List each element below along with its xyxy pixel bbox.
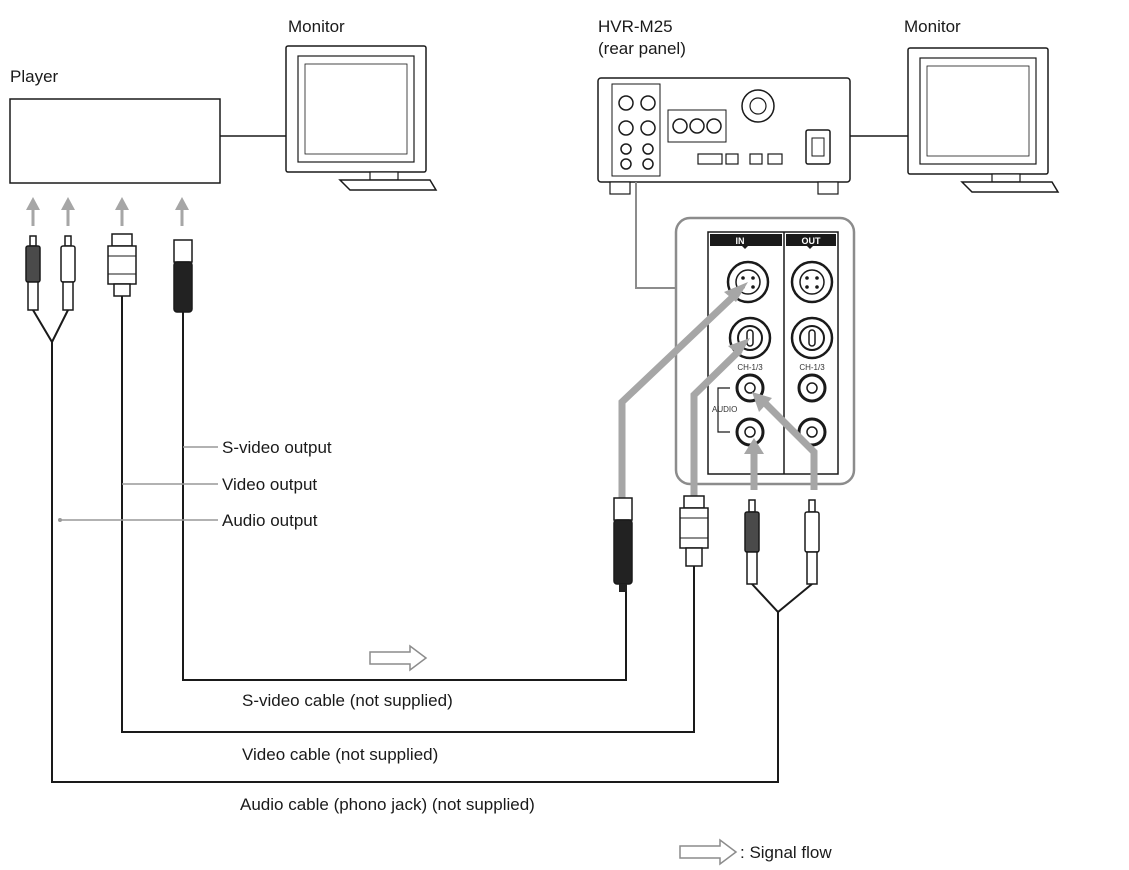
s-video-plug-device-icon xyxy=(613,497,633,592)
video-cable-label: Video cable (not supplied) xyxy=(242,745,438,764)
rca-plug-left-icon xyxy=(25,235,41,311)
panel-out-label: OUT xyxy=(802,236,822,246)
hvr-m25-rear-panel xyxy=(597,77,851,195)
device-sub-label: (rear panel) xyxy=(598,39,686,58)
monitor-right-icon xyxy=(907,47,1060,193)
video-output-label: Video output xyxy=(222,475,317,494)
device-name-label: HVR-M25 xyxy=(598,17,673,36)
panel-ch-left-label: CH-1/3 xyxy=(737,363,763,372)
audio-cable-label: Audio cable (phono jack) (not supplied) xyxy=(240,795,535,814)
rca-plug-device-right-icon xyxy=(804,499,820,585)
rca-plug-device-left-icon xyxy=(744,499,760,585)
detail-callout-leader xyxy=(635,182,676,289)
panel-in-label: IN xyxy=(736,236,745,246)
rca-plug-right-icon xyxy=(60,235,76,311)
io-panel-detail xyxy=(707,231,839,475)
monitor-right-label: Monitor xyxy=(904,17,961,36)
panel-ch-right-label: CH-1/3 xyxy=(799,363,825,372)
s-video-cable-label: S-video cable (not supplied) xyxy=(242,691,453,710)
player-label: Player xyxy=(10,67,59,86)
output-leader-lines xyxy=(60,446,218,521)
bnc-plug-icon xyxy=(107,233,137,297)
panel-signal-arrows xyxy=(618,289,818,498)
audio-output-label: Audio output xyxy=(222,511,318,530)
panel-arrowheads xyxy=(724,282,772,454)
monitor-left-icon xyxy=(285,45,438,191)
legend-signal-flow-label: : Signal flow xyxy=(740,843,832,862)
signal-flow-arrow-icon xyxy=(369,644,428,672)
bnc-plug-device-icon xyxy=(679,495,709,567)
legend-signal-flow-icon xyxy=(679,838,738,866)
s-video-plug-icon xyxy=(173,239,193,313)
player-signal-arrows xyxy=(26,197,189,226)
panel-audio-label: AUDIO xyxy=(712,405,737,414)
monitor-left-label: Monitor xyxy=(288,17,345,36)
player-device xyxy=(9,98,221,184)
s-video-output-label: S-video output xyxy=(222,438,332,457)
cables xyxy=(32,296,813,783)
audio-output-dot xyxy=(58,518,62,522)
